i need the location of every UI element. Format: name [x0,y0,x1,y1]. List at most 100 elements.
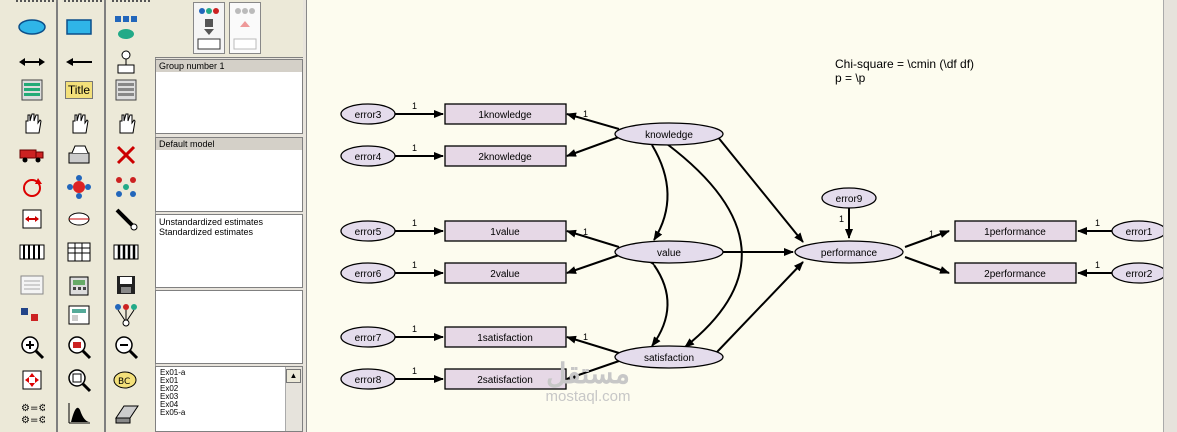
observed-variable[interactable] [444,262,567,284]
calculate-estimates-icon[interactable] [62,270,96,300]
observed-label: 2value [490,269,520,280]
error-variable[interactable] [1111,220,1164,242]
toolbar-grip [64,0,102,6]
erase-icon[interactable] [109,140,143,170]
view-input-path-diagram-button[interactable] [193,2,225,54]
draw-unobserved-variable-icon[interactable] [15,12,49,42]
error-variable[interactable] [340,145,396,167]
observed-variable[interactable] [444,145,567,167]
draw-path-icon[interactable] [62,47,96,77]
deselect-all-hand-icon[interactable] [109,108,143,138]
observed-variable[interactable] [444,103,567,125]
chi-square-annotation[interactable]: Chi-square = \cmin (\df df) [835,57,974,71]
file-item[interactable]: Ex01-a [160,368,186,377]
canvas-vertical-scrollbar[interactable] [1163,0,1177,432]
reflect-indicators-icon[interactable] [62,172,96,202]
groups-panel: Group number 1 [155,59,303,134]
analysis-properties-icon[interactable] [62,237,96,267]
path-label: 1 [412,218,417,228]
shape-change-icon[interactable] [62,204,96,234]
observed-variable[interactable] [444,368,567,390]
draw-covariance-icon[interactable] [15,47,49,77]
touch-up-icon[interactable] [109,204,143,234]
latent-variable-performance[interactable] [794,240,904,264]
specification-search-icon[interactable] [62,300,96,330]
link-objects-icon[interactable] [15,300,49,330]
file-item[interactable]: Ex04 [160,400,179,409]
error-label: error4 [355,152,382,163]
multiple-group-icon[interactable] [109,300,143,330]
view-mode-strip [155,0,303,58]
file-item[interactable]: Ex01 [160,376,179,385]
error-variable[interactable] [340,220,396,242]
group-item[interactable]: Group number 1 [156,60,302,72]
zoom-in-icon[interactable] [15,332,49,362]
error-variable[interactable] [340,326,396,348]
observed-variable[interactable] [444,220,567,242]
error-variable[interactable] [340,262,396,284]
file-item[interactable]: Ex02 [160,384,179,393]
title-tool-label: Title [64,81,94,99]
data-files-icon[interactable] [15,237,49,267]
error-label: error1 [1126,227,1153,238]
object-properties-icon[interactable]: ⚙=⚙⚙=⚙ [15,398,49,428]
standardized-estimates-item[interactable]: Standardized estimates [159,227,254,237]
degrees-of-freedom-icon[interactable] [62,398,96,428]
list-variables-in-dataset-icon[interactable] [109,75,143,105]
save-diagram-icon[interactable] [109,270,143,300]
observed-variable[interactable] [954,262,1077,284]
path-label: 1 [1095,260,1100,270]
watermark-latin: mostaql.com [545,388,631,405]
svg-text:⚙=⚙: ⚙=⚙ [21,403,45,414]
latent-variable-knowledge[interactable] [614,122,724,146]
zoom-area-icon[interactable] [62,332,96,362]
models-panel: Default model [155,137,303,212]
latent-variable-value[interactable] [614,240,724,264]
select-one-hand-icon[interactable] [15,108,49,138]
rotate-indicators-icon[interactable] [15,172,49,202]
error-variable[interactable] [1111,262,1164,284]
observed-variable[interactable] [444,326,567,348]
bayesian-estimation-icon[interactable]: BC [109,365,143,395]
error-variable[interactable] [340,103,396,125]
observed-variable[interactable] [954,220,1077,242]
error-variable[interactable] [821,187,877,209]
print-icon[interactable] [109,398,143,428]
file-list-scrollbar[interactable]: ▲ [285,367,302,431]
move-parameters-icon[interactable] [109,172,143,202]
svg-text:⚙=⚙: ⚙=⚙ [21,415,45,426]
observed-label: 2knowledge [478,152,532,163]
latent-label: value [657,248,681,259]
file-item[interactable]: Ex05-a [160,408,186,417]
error-label: error3 [355,110,382,121]
view-text-icon[interactable] [15,270,49,300]
resize-box-icon[interactable] [15,204,49,234]
path-label: 1 [412,101,417,111]
watermark-arabic: مستقل [546,358,630,389]
zoom-out-icon[interactable] [109,332,143,362]
select-data-icon[interactable] [109,237,143,267]
p-value-annotation[interactable]: p = \p [835,71,866,85]
latent-label: performance [821,248,878,259]
path-label: 1 [412,260,417,270]
duplicate-copier-icon[interactable] [62,140,96,170]
list-variables-icon[interactable] [15,75,49,105]
file-item[interactable]: Ex03 [160,392,179,401]
magnify-page-icon[interactable] [62,365,96,395]
error-label: error6 [355,269,382,280]
title-tool[interactable]: Title [62,75,96,105]
select-all-hand-icon[interactable] [62,108,96,138]
draw-unique-variable-icon[interactable] [109,47,143,77]
scroll-up-icon[interactable]: ▲ [286,369,301,383]
unstandardized-estimates-item[interactable]: Unstandardized estimates [159,217,264,227]
model-item[interactable]: Default model [156,138,302,150]
path-diagram-canvas[interactable]: Chi-square = \cmin (\df df) p = \p [306,0,1164,432]
view-output-path-diagram-button[interactable] [229,2,261,54]
draw-indicator-variable-icon[interactable] [109,12,143,42]
latent-variable-satisfaction[interactable] [614,345,724,369]
fit-to-page-icon[interactable] [15,365,49,395]
draw-observed-variable-icon[interactable] [62,12,96,42]
toolbar-grip [112,0,150,6]
move-truck-icon[interactable] [15,140,49,170]
error-variable[interactable] [340,368,396,390]
